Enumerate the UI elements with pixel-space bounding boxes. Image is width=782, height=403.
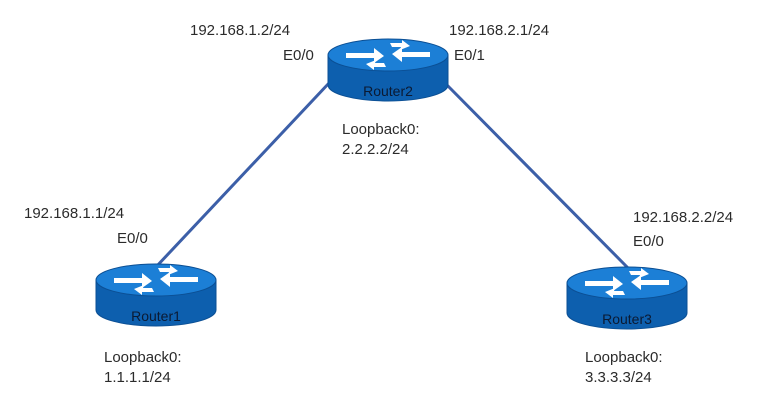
router2-icon[interactable]: Router2	[327, 38, 449, 102]
link-router1-router2	[153, 80, 332, 270]
router3-e00-interface: E0/0	[633, 233, 664, 250]
link-router2-router3	[442, 80, 632, 272]
router3-icon[interactable]: Router3	[566, 266, 688, 330]
router1-e00-ip: 192.168.1.1/24	[24, 205, 125, 222]
router1-name: Router1	[131, 308, 181, 324]
router2-loopback-label: Loopback0:	[342, 121, 420, 138]
router2-e00-interface: E0/0	[283, 47, 314, 64]
router3-loopback-label: Loopback0:	[585, 349, 663, 366]
router2-e00-ip: 192.168.1.2/24	[190, 22, 291, 39]
router1-e00-interface: E0/0	[117, 230, 148, 247]
router3-e00-ip: 192.168.2.2/24	[633, 209, 734, 226]
router2-name: Router2	[363, 83, 413, 99]
router3-name: Router3	[602, 311, 652, 327]
router1-loopback-address: 1.1.1.1/24	[104, 369, 171, 386]
router2-e01-ip: 192.168.2.1/24	[449, 22, 550, 39]
router2-e01-interface: E0/1	[454, 47, 485, 64]
router1-icon[interactable]: Router1	[95, 263, 217, 327]
router3-loopback-address: 3.3.3.3/24	[585, 369, 652, 386]
router2-loopback-address: 2.2.2.2/24	[342, 141, 409, 158]
router1-loopback-label: Loopback0:	[104, 349, 182, 366]
